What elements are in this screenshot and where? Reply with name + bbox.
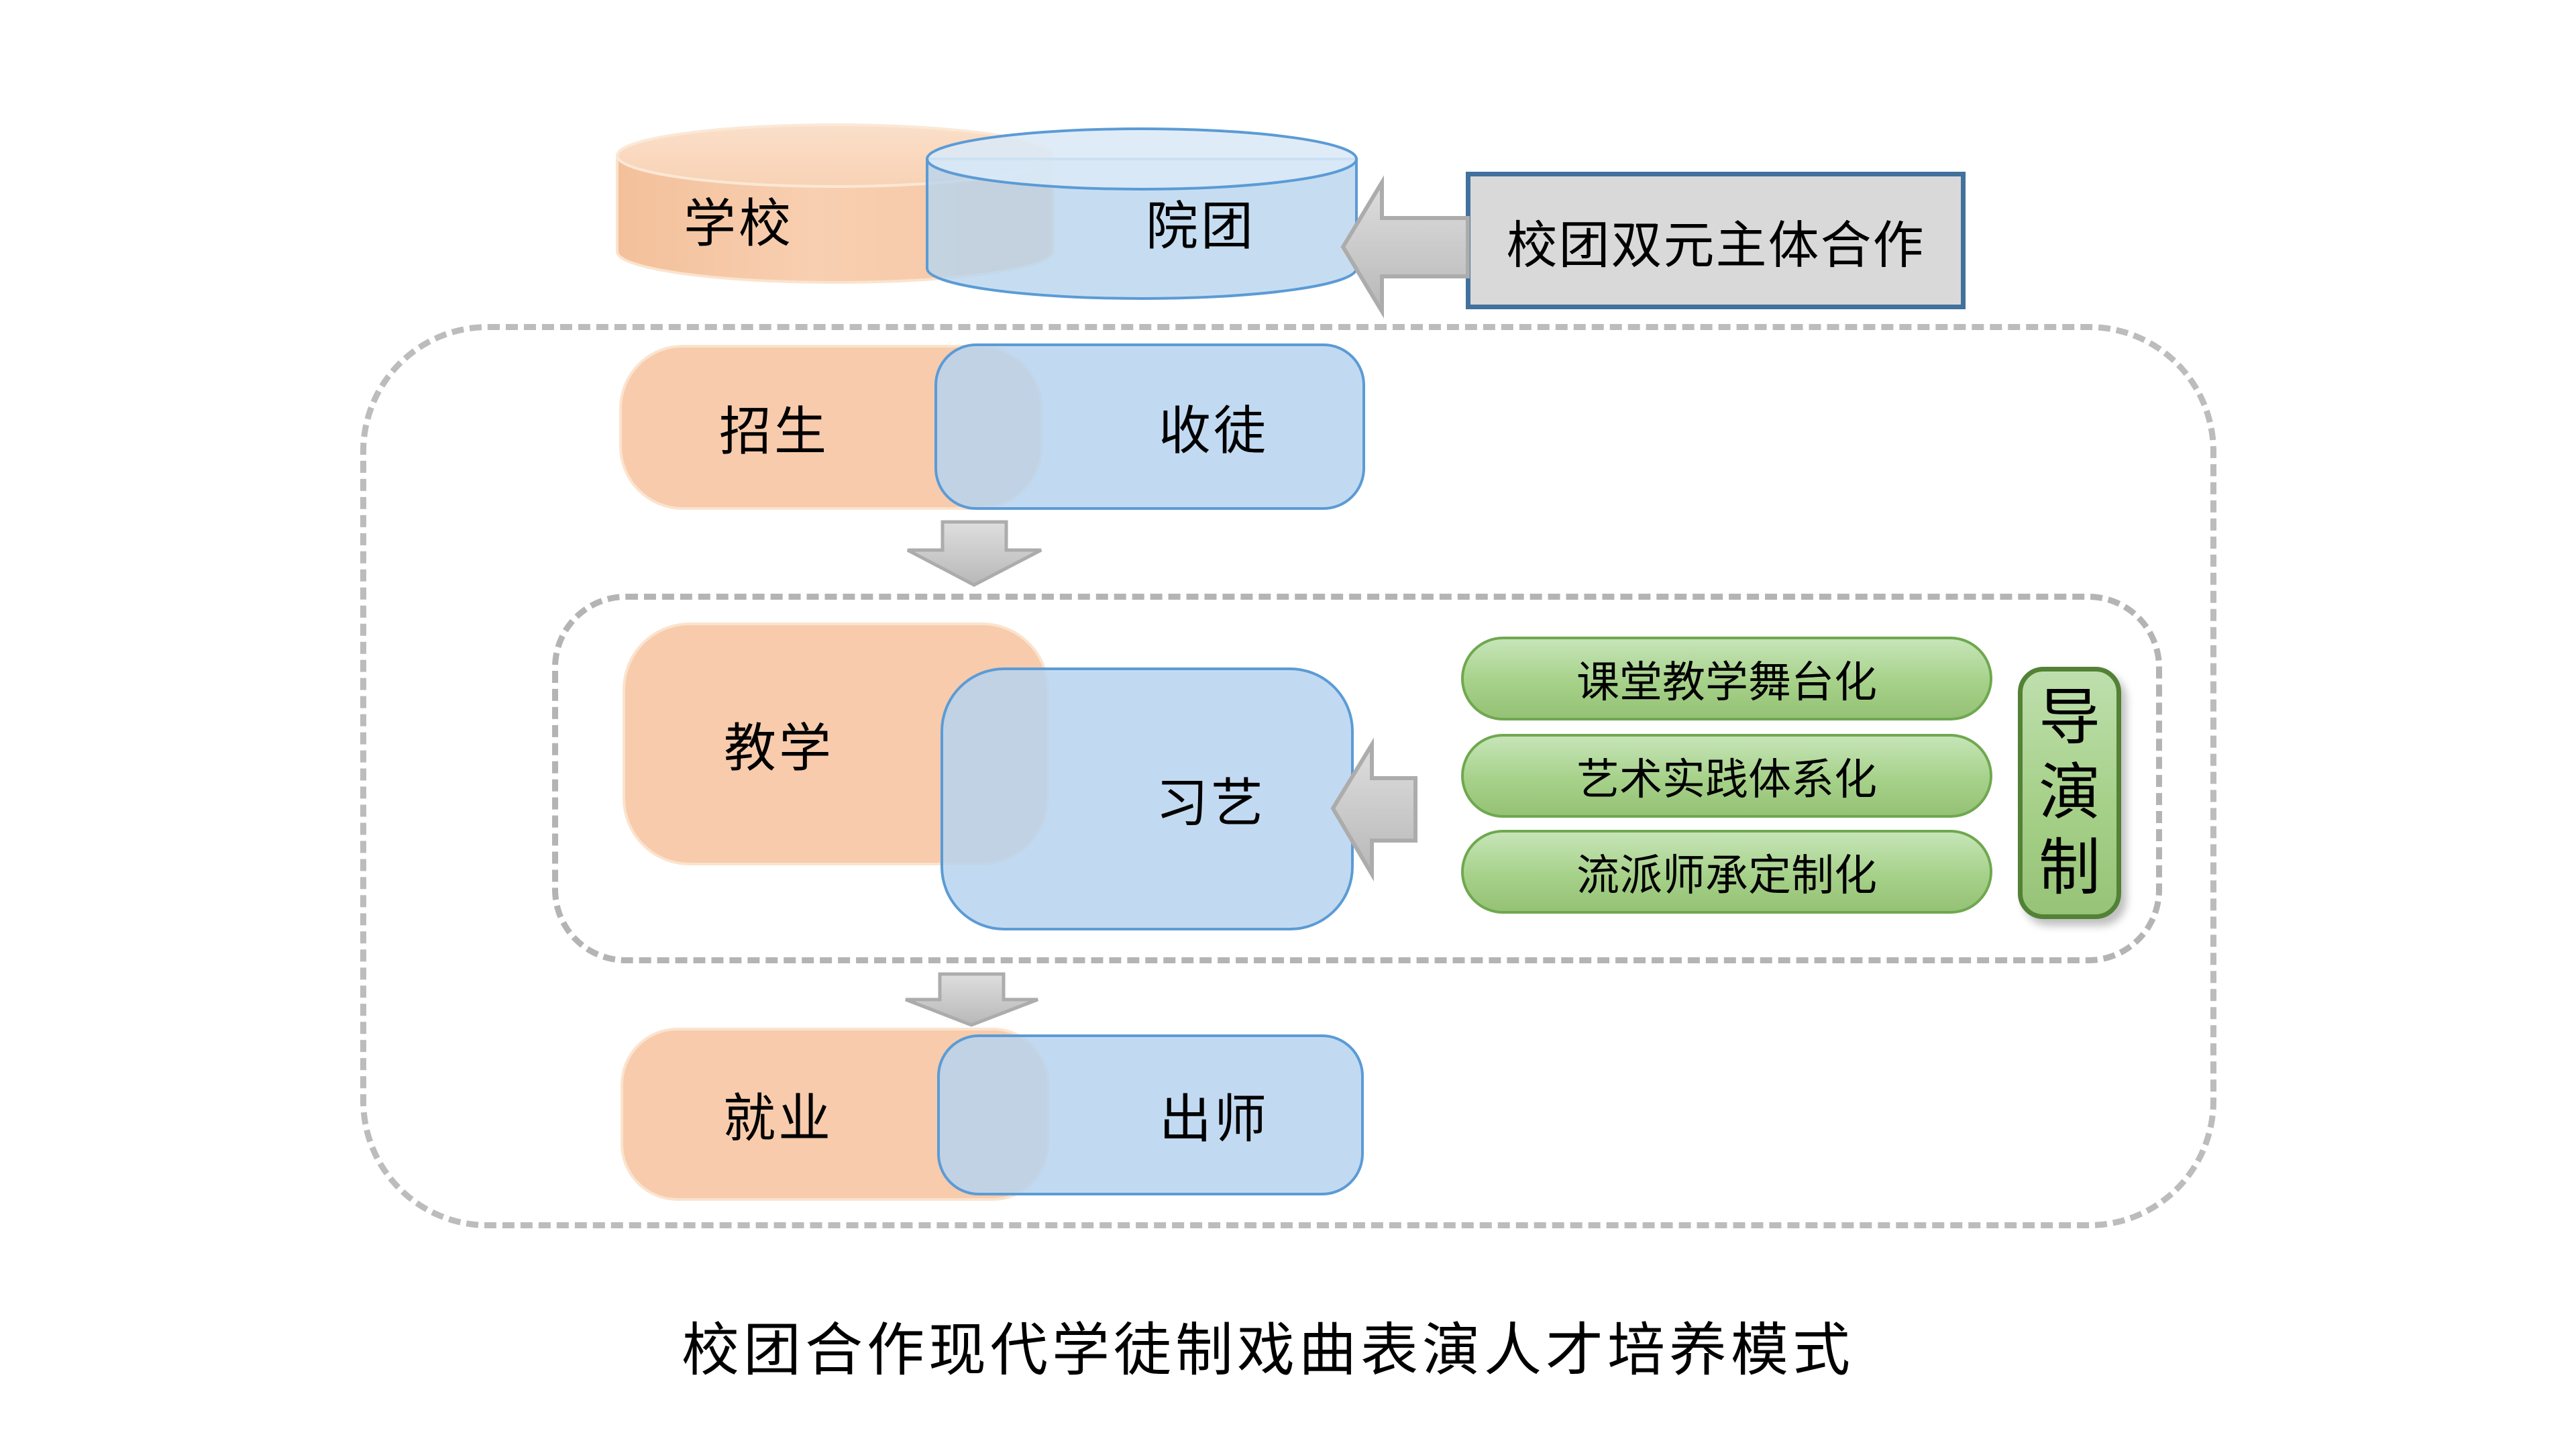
troupe-text: 院团 xyxy=(1145,197,1256,256)
feature-pill-practice-label: 艺术实践体系化 xyxy=(1576,755,1877,804)
feature-pill-classroom-label: 课堂教学舞台化 xyxy=(1576,657,1877,706)
feature-pill-classroom: 课堂教学舞台化 xyxy=(1461,637,1992,720)
employ-troupe-box: 出师 xyxy=(937,1034,1364,1195)
feature-pill-lineage: 流派师承定制化 xyxy=(1461,830,1992,914)
director-system-box: 导 演 制 xyxy=(2018,667,2121,919)
arrow-left-icon-cooperation xyxy=(1340,175,1470,319)
feature-pill-practice: 艺术实践体系化 xyxy=(1461,734,1992,818)
cooperation-label: 校团双元主体合作 xyxy=(1506,217,1925,274)
director-char-2: 演 xyxy=(2038,758,2100,827)
feature-pill-lineage-label: 流派师承定制化 xyxy=(1576,851,1877,900)
outer-process-container xyxy=(360,324,2216,1228)
director-char-1: 导 xyxy=(2038,683,2100,752)
cooperation-box: 校团双元主体合作 xyxy=(1466,172,1966,309)
teach-troupe-box: 习艺 xyxy=(941,667,1354,930)
director-char-3: 制 xyxy=(2038,834,2100,903)
employ-troupe-label: 出师 xyxy=(1159,1089,1269,1148)
school-cylinder-label: 学校 xyxy=(638,189,839,253)
teach-troupe-label: 习艺 xyxy=(1155,773,1266,833)
school-text: 学校 xyxy=(683,194,794,253)
recruit-troupe-label: 收徒 xyxy=(1158,401,1269,460)
teach-school-label: 教学 xyxy=(723,718,834,777)
teaching-process-container xyxy=(552,594,2162,963)
recruit-troupe-box: 收徒 xyxy=(934,343,1365,510)
troupe-cylinder-label: 院团 xyxy=(1100,191,1301,256)
recruit-school-label: 招生 xyxy=(718,402,829,461)
employ-school-label: 就业 xyxy=(722,1089,833,1148)
diagram-title: 校团合作现代学徒制戏曲表演人才培养模式 xyxy=(682,1318,1854,1383)
